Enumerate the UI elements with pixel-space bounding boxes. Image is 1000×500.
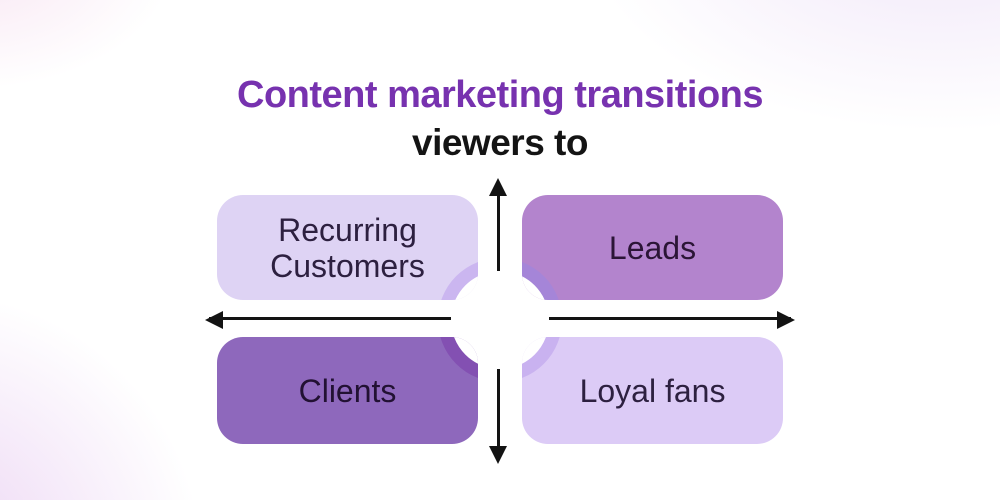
- quadrant-recurring-customers: Recurring Customers: [217, 195, 478, 300]
- quadrant-loyal-fans: Loyal fans: [522, 337, 783, 444]
- axis-line-down: [497, 369, 500, 460]
- page-title-line-1: Content marketing transitions: [237, 74, 764, 116]
- quadrant-clients: Clients: [217, 337, 478, 444]
- arrow-down-icon: [489, 446, 507, 464]
- axis-line-up: [497, 182, 500, 271]
- ring-segment-icon: [438, 337, 478, 382]
- quadrant-label: Clients: [298, 372, 397, 409]
- quadrant-label: Leads: [608, 229, 697, 266]
- arrow-up-icon: [489, 178, 507, 196]
- quadrant-leads: Leads: [522, 195, 783, 300]
- arrow-left-icon: [205, 311, 223, 329]
- axis-line-right: [549, 317, 791, 320]
- ring-segment-icon: [522, 258, 562, 300]
- quadrant-label: Recurring Customers: [270, 211, 425, 284]
- page-title-line-2: viewers to: [412, 122, 588, 163]
- title-block: Content marketing transitions viewers to: [0, 72, 1000, 166]
- quadrant-label: Loyal fans: [579, 372, 726, 409]
- ring-segment-icon: [522, 337, 562, 382]
- arrow-right-icon: [777, 311, 795, 329]
- axis-line-left: [209, 317, 451, 320]
